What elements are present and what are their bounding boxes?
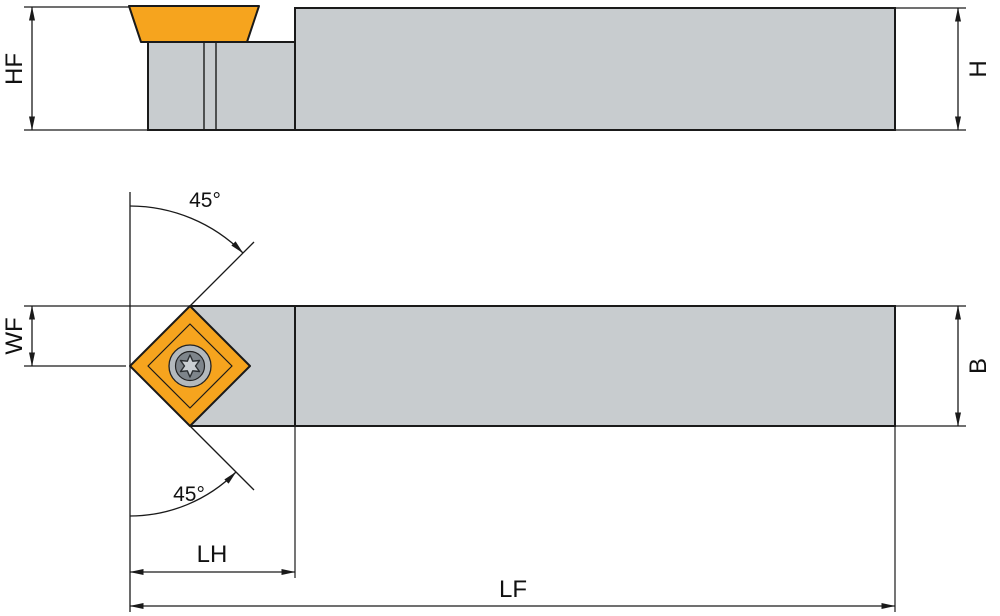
edge-extension-top-diagonal bbox=[189, 241, 255, 307]
hf-label: HF bbox=[1, 53, 28, 85]
lh-label: LH bbox=[197, 541, 228, 568]
angle-arc-bottom bbox=[129, 471, 237, 517]
holder-body-side bbox=[147, 7, 896, 131]
screw-torx-star bbox=[179, 354, 201, 378]
plan-view: 45° 45° bbox=[129, 189, 896, 612]
insert-side-view bbox=[128, 5, 260, 43]
dimension-lf: LF bbox=[129, 426, 896, 612]
angle-label-bottom: 45° bbox=[173, 483, 205, 506]
angle-label-top: 45° bbox=[189, 189, 221, 212]
edge-extension-bottom-diagonal bbox=[189, 425, 255, 491]
dimension-lh: LH bbox=[129, 426, 296, 578]
holder-body-plan bbox=[190, 305, 896, 427]
dimension-wf: WF bbox=[1, 305, 190, 367]
dimension-b: B bbox=[895, 305, 992, 427]
h-label: H bbox=[965, 60, 992, 77]
b-label: B bbox=[965, 358, 992, 374]
insert-screw-icon bbox=[168, 344, 212, 388]
insert-plan-view bbox=[129, 305, 251, 427]
insert-bevel-edge bbox=[147, 323, 233, 409]
wf-label: WF bbox=[1, 317, 28, 354]
angle-arc-top bbox=[129, 205, 244, 254]
dimension-hf: HF bbox=[1, 6, 148, 131]
dimension-h: H bbox=[895, 7, 992, 131]
side-view bbox=[128, 5, 896, 131]
lf-label: LF bbox=[499, 576, 527, 603]
